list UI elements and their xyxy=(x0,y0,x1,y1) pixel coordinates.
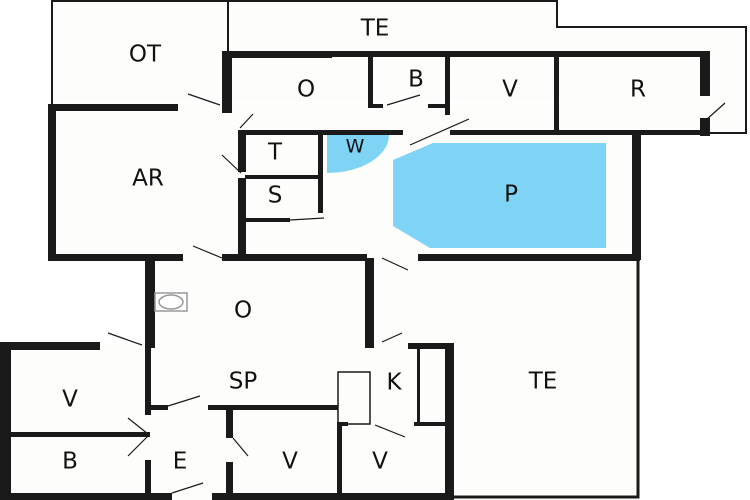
pool xyxy=(393,143,606,248)
room-label-v-bottom-mid: V xyxy=(282,449,298,475)
room-label-o-top: O xyxy=(297,77,315,103)
terrace-outline xyxy=(51,0,747,499)
room-label-t: T xyxy=(267,140,283,166)
room-label-sp: SP xyxy=(229,369,258,395)
room-label-v-top: V xyxy=(502,77,518,103)
room-label-v-left: V xyxy=(62,387,78,413)
room-label-te-top: TE xyxy=(360,16,390,42)
room-label-ot: OT xyxy=(129,42,162,68)
room-label-ar: AR xyxy=(132,166,164,192)
room-label-w: W xyxy=(346,136,365,158)
room-label-s: S xyxy=(268,183,283,209)
room-label-e: E xyxy=(173,449,188,475)
whirlpool xyxy=(327,135,389,173)
room-label-b-left: B xyxy=(62,449,78,475)
room-label-p: P xyxy=(504,182,518,208)
walls xyxy=(0,51,710,500)
room-label-v-bottom-right: V xyxy=(372,449,388,475)
room-label-te-right: TE xyxy=(528,369,558,395)
room-label-k: K xyxy=(386,370,402,396)
room-label-b-top: B xyxy=(408,67,424,93)
door-swings xyxy=(107,93,726,494)
room-label-o-mid: O xyxy=(234,298,252,324)
room-label-r: R xyxy=(630,77,646,103)
